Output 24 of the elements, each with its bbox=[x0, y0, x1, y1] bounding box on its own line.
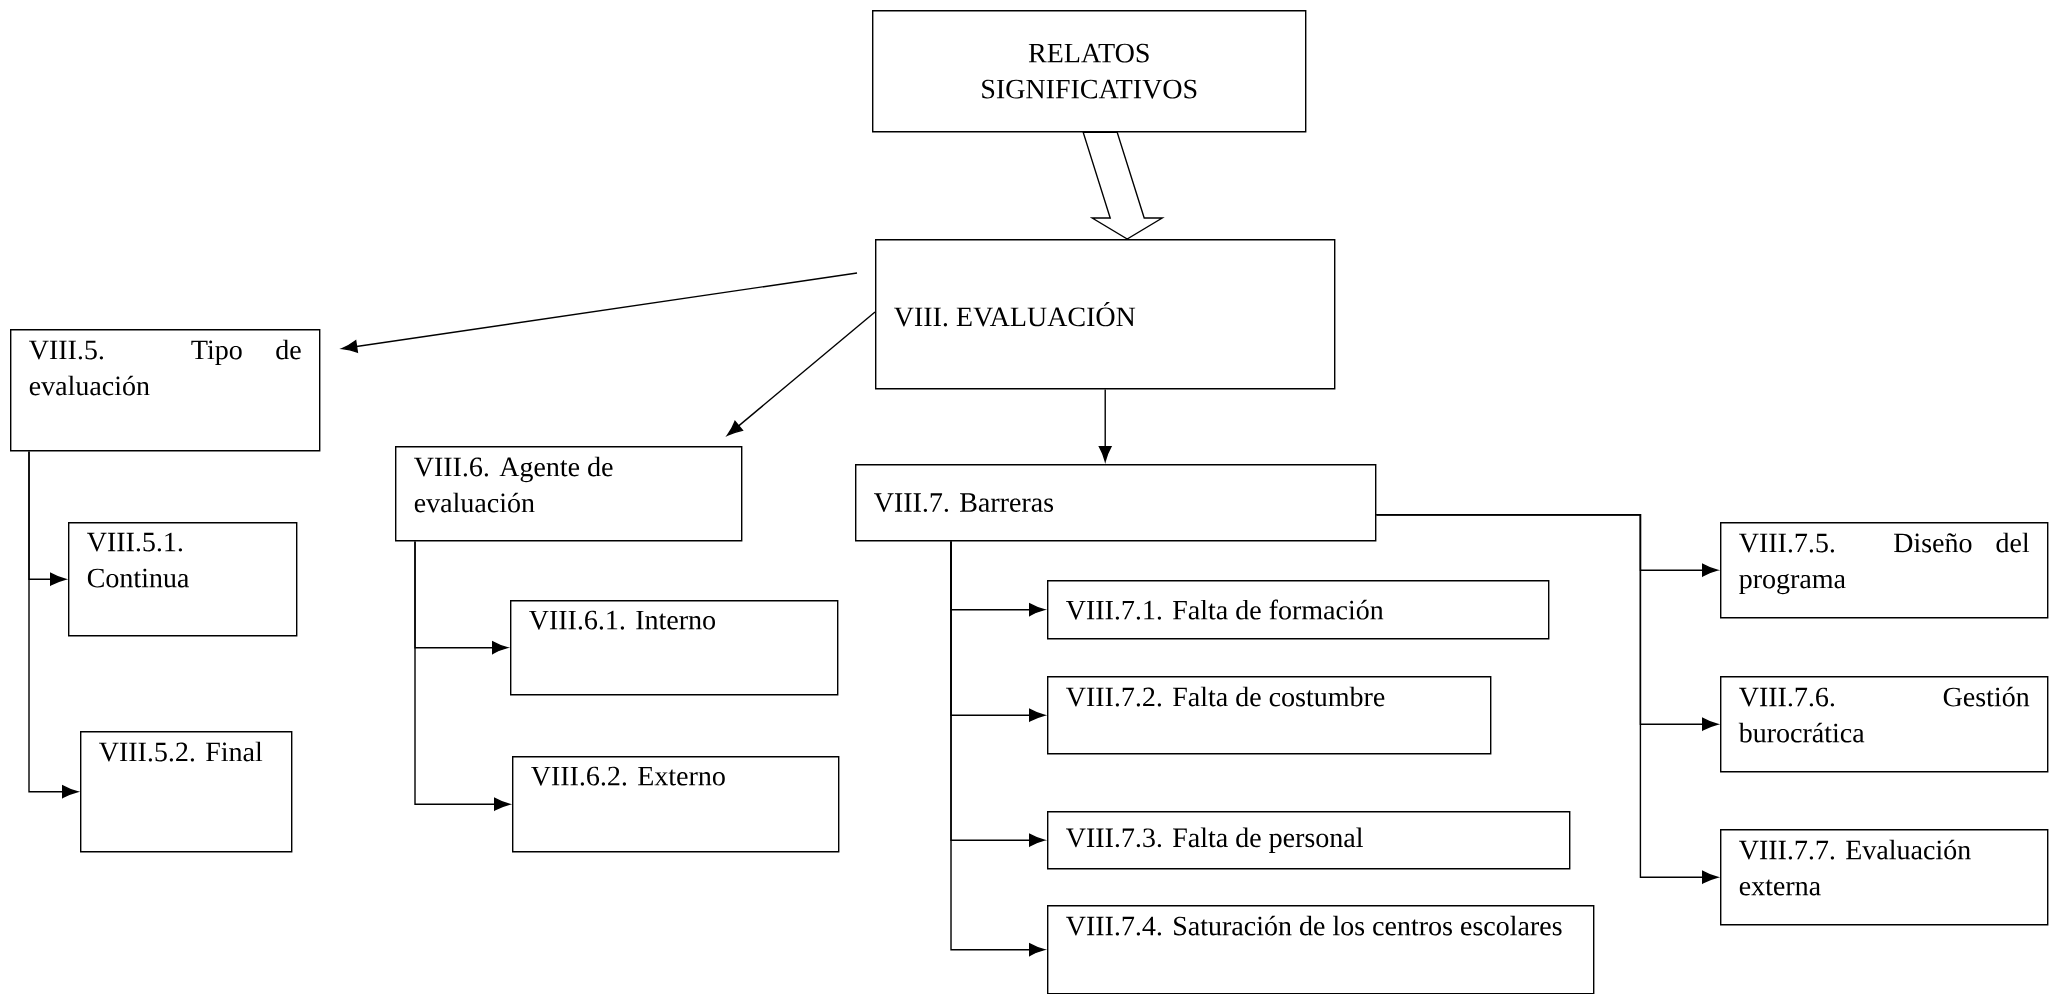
text-box: VIII.6.2. Externo bbox=[512, 756, 840, 853]
text-box: VIII.7.5. Diseño del programa bbox=[1720, 522, 2049, 619]
arrow bbox=[414, 540, 510, 811]
text-box: VIII. EVALUACIÓN bbox=[875, 239, 1336, 390]
text-box: VIII.7.2. Falta de costumbre bbox=[1047, 676, 1492, 755]
text-box: VIII.5. Tipo de evaluación bbox=[10, 329, 321, 452]
arrow bbox=[950, 540, 1045, 957]
block-arrow bbox=[1082, 131, 1165, 240]
text-box: VIII.7.6. Gestión burocrática bbox=[1720, 676, 2049, 773]
text-box: VIII.5.2. Final bbox=[80, 731, 293, 853]
text-box: VIII.7.3. Falta de personal bbox=[1047, 811, 1571, 870]
text-box: VIII.6.1. Interno bbox=[510, 600, 839, 696]
arrow bbox=[726, 311, 876, 436]
text-box: VIII.6. Agente de evaluación bbox=[395, 446, 743, 542]
text-box: VIII.7.7. Evaluación externa bbox=[1720, 829, 2049, 926]
text-box: VIII.7.1. Falta de formación bbox=[1047, 580, 1550, 640]
text-box: VIII.7.4. Saturación de los centros escolares bbox=[1047, 905, 1595, 994]
arrow bbox=[1098, 388, 1112, 462]
arrow bbox=[341, 272, 858, 353]
text-box: VIII.7. Barreras bbox=[855, 464, 1377, 542]
arrow bbox=[1375, 514, 1718, 884]
arrow bbox=[28, 450, 78, 799]
text-box: VIII.5.1. Continua bbox=[68, 522, 298, 637]
text-box: RELATOS SIGNIFICATIVOS bbox=[872, 10, 1307, 133]
